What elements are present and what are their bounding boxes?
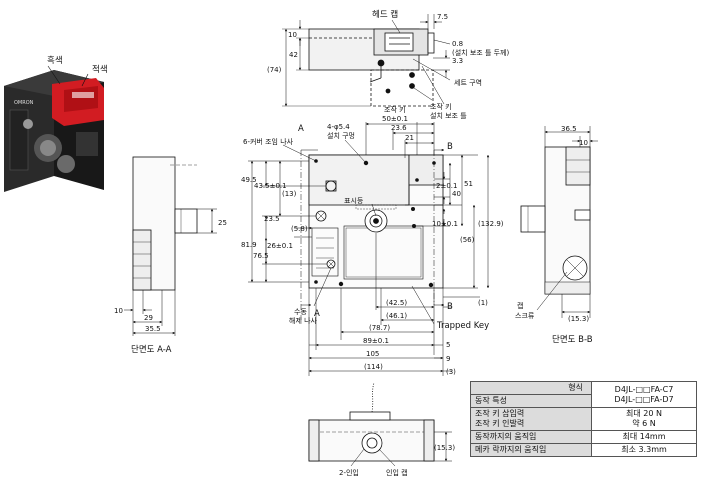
svg-text:OMRON: OMRON [14, 100, 34, 106]
spec-row: 메카 락까지의 움직임 최소 3.3mm [470, 443, 697, 457]
label-cover-screw: 6-커버 조임 나사 [243, 137, 294, 146]
dim-49: 49.5 [241, 176, 257, 184]
dim-42-5: (42.5) [386, 299, 407, 307]
dim-46-1: (46.1) [386, 312, 407, 320]
dim-10b: 10±0.1 [432, 220, 458, 228]
label-key-2a: 조작 키 [430, 102, 452, 111]
spec-row-label: 조작 키 삽입력 조작 키 인발력 [470, 407, 592, 431]
dim-43: 43.5±0.1 [254, 182, 287, 190]
label-thickness: (설치 보조 틀 두께) [452, 48, 509, 57]
dim-21: 21 [405, 134, 414, 142]
dim-23-6: 23.6 [391, 124, 407, 132]
section-bb-view [520, 146, 591, 295]
pull-force-value: 약 6 N [632, 419, 656, 428]
travel-to-operation-label: 동작까지의 움직임 [470, 430, 592, 444]
top-dim-0-8: 0.8 [452, 40, 463, 48]
section-a-top: A [298, 124, 304, 134]
front-view [308, 154, 444, 289]
top-view [282, 28, 435, 107]
label-trapped-key: Trapped Key [436, 321, 489, 331]
dim-81: 81.9 [241, 241, 257, 249]
top-dim-74: (74) [267, 66, 282, 74]
dim-50: 50±0.1 [382, 115, 408, 123]
label-set-zone: 세트 구역 [454, 78, 482, 87]
insert-force-value: 최대 20 N [626, 409, 662, 418]
spec-header-row-1: 형식 D4JL-□□FA-C7 D4JL-□□FA-D7 [470, 381, 697, 408]
dim-76: 76.5 [253, 252, 269, 260]
bb-dim-15: (15.3) [568, 315, 589, 323]
label-key-2b: 설치 보조 틀 [430, 111, 467, 120]
label-black: 흑색 [47, 55, 63, 66]
section-aa-view [132, 156, 198, 291]
spec-row: 동작까지의 움직임 최대 14mm [470, 430, 697, 444]
dim-13: (13) [282, 190, 297, 198]
bottom-view [308, 382, 435, 462]
spec-table: 형식 D4JL-□□FA-C7 D4JL-□□FA-D7 동작 특성 조작 키 … [470, 381, 697, 457]
dim-51: 51 [464, 180, 473, 188]
dim-89: 89±0.1 [363, 337, 389, 345]
bb-dim-10: 10 [579, 139, 588, 147]
model-d7: D4JL-□□FA-D7 [614, 394, 674, 404]
bottom-label-inlet: 2-인입 [339, 468, 359, 477]
travel-to-lock-value: 최소 3.3mm [591, 443, 697, 457]
model-c7: D4JL-□□FA-C7 [614, 384, 674, 394]
travel-to-lock-label: 메카 락까지의 움직임 [470, 443, 592, 457]
model-header-cell: 형식 [470, 381, 592, 395]
bottom-label-cap: 인입 캡 [386, 468, 408, 477]
label-indicator: 표시등 [344, 197, 364, 205]
label-key-1: 조작 키 [384, 105, 406, 114]
top-dim-10: 10 [288, 31, 297, 39]
aa-dim-29: 29 [144, 314, 153, 322]
dim-26: 26±0.1 [267, 242, 293, 250]
dim-78-7: (78.7) [369, 324, 390, 332]
aa-dim-25: 25 [218, 219, 227, 227]
spec-header-row-2: 동작 특성 [470, 394, 697, 408]
spec-row: 조작 키 삽입력 조작 키 인발력 최대 20 N 약 6 N [470, 407, 697, 431]
spec-row-value: 최대 20 N 약 6 N [591, 407, 697, 431]
label-mount-holes-b: 설치 구멍 [327, 131, 355, 140]
dim-5: 5 [446, 341, 450, 349]
dim-114: (114) [364, 363, 383, 371]
top-dim-7-5: 7.5 [437, 13, 448, 21]
label-mount-holes-a: 4-φ5.4 [327, 123, 350, 131]
product-photo: OMRON [4, 65, 104, 192]
bottom-dim-15: (15.3) [434, 444, 455, 452]
bb-label-screw: 스크류 [515, 312, 535, 320]
dim-105: 105 [366, 350, 379, 358]
dim-40: 40 [452, 190, 461, 198]
dim-1: (1) [478, 299, 488, 307]
dim-2: 2±0.1 [436, 182, 457, 190]
label-manual-b: 해제 나사 [289, 316, 318, 325]
aa-dim-35: 35.5 [145, 325, 161, 333]
label-head-cap: 헤드 캡 [372, 9, 398, 20]
model-names-cell: D4JL-□□FA-C7 D4JL-□□FA-D7 [591, 381, 697, 408]
section-b-top: B [447, 142, 453, 152]
top-dim-3-3: 3.3 [452, 57, 463, 65]
aa-dim-10: 10 [114, 307, 123, 315]
dim-132: (132.9) [478, 220, 504, 228]
pull-force-label: 조작 키 인발력 [475, 419, 525, 428]
bb-dim-36: 36.5 [561, 125, 577, 133]
dim-5-8: (5.8) [291, 225, 308, 233]
label-manual-a: 수동 [294, 308, 307, 316]
insert-force-label: 조작 키 삽입력 [475, 409, 525, 418]
section-a-bottom: A [314, 309, 320, 319]
dim-23-5: 23.5 [264, 215, 280, 223]
aa-caption: 단면도 A-A [131, 344, 172, 355]
dim-56: (56) [460, 236, 475, 244]
property-header-cell: 동작 특성 [470, 394, 592, 408]
travel-to-operation-value: 최대 14mm [591, 430, 697, 444]
bb-label-cap: 캡 [517, 302, 523, 310]
label-red: 적색 [92, 64, 108, 75]
bb-caption: 단면도 B-B [552, 334, 593, 345]
top-dim-42: 42 [289, 51, 298, 59]
dim-9: 9 [446, 355, 450, 363]
section-b-bottom: B [447, 302, 453, 312]
dim-3: (3) [446, 368, 456, 376]
